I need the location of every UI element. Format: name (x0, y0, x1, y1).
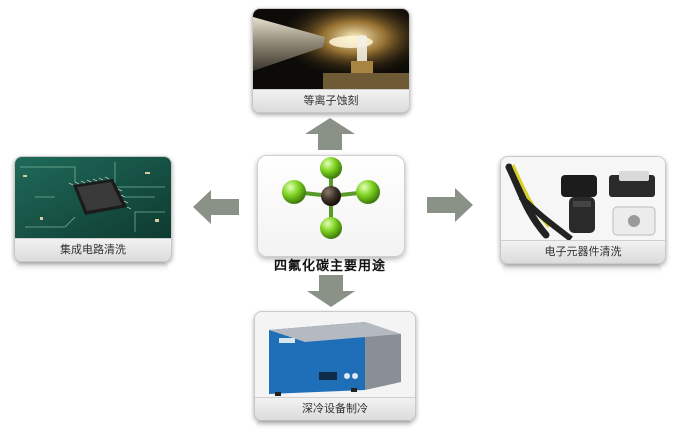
right-card-reflection (502, 264, 662, 274)
ic-cleaning-card: 集成电路清洗 (14, 156, 172, 262)
arrow-right-icon (427, 188, 473, 222)
cryogenic-image (255, 312, 415, 398)
ic-cleaning-image (15, 157, 171, 239)
plasma-etching-card: 等离子蚀刻 (252, 8, 410, 113)
component-cleaning-card: 电子元器件清洗 (500, 156, 666, 264)
arrow-up-icon (305, 118, 355, 150)
center-title: 四氟化碳主要用途 (273, 259, 386, 274)
ic-cleaning-caption: 集成电路清洗 (15, 238, 171, 261)
cryogenic-card: 深冷设备制冷 (254, 311, 416, 421)
arrow-down-icon (307, 275, 355, 307)
cf4-molecule-card (257, 155, 405, 257)
plasma-etching-caption: 等离子蚀刻 (253, 89, 409, 112)
arrow-left-icon (193, 190, 239, 224)
left-card-reflection (16, 262, 168, 272)
component-cleaning-image (501, 157, 665, 241)
cryogenic-caption: 深冷设备制冷 (255, 397, 415, 420)
bottom-card-reflection (256, 420, 412, 430)
plasma-etching-image (253, 9, 409, 90)
cf4-molecule-icon (282, 157, 380, 239)
component-cleaning-caption: 电子元器件清洗 (501, 240, 665, 263)
